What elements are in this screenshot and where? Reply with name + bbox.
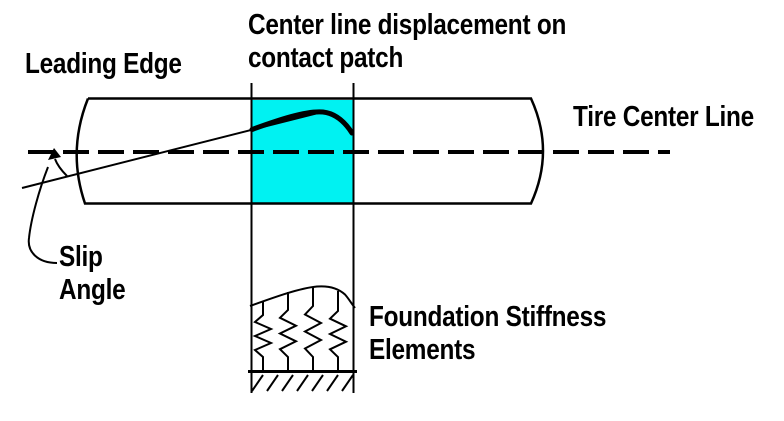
spring-element-2 [277, 292, 299, 371]
center-line-displacement-label: Center line displacement on contact patc… [248, 9, 566, 75]
tire-outline [75, 97, 545, 205]
slip-angle-label-line1: Slip [59, 241, 103, 273]
spring-element-3 [302, 287, 324, 371]
foundation-deflection-curve [249, 285, 356, 309]
slip-angle-leader-line [27, 166, 58, 264]
slip-angle-arrowhead-icon [48, 148, 61, 160]
slip-angle-arrow-shaft [54, 158, 68, 177]
foundation-stiffness-label-line2: Elements [369, 334, 476, 366]
center-line-displacement-label-line2: contact patch [248, 42, 404, 74]
foundation-stiffness-label-line1: Foundation Stiffness [369, 301, 607, 333]
displacement-curve [249, 109, 355, 136]
center-line-displacement-label-line1: Center line displacement on [248, 9, 567, 41]
slip-angle-label-line2: Angle [59, 274, 126, 306]
leading-edge-label: Leading Edge [25, 48, 182, 80]
spring-element-1 [252, 301, 274, 371]
slip-angle-label: Slip Angle [59, 241, 126, 307]
tire-center-line-label: Tire Center Line [573, 101, 754, 133]
spring-element-4 [327, 291, 349, 371]
ground-hatching [251, 374, 354, 392]
foundation-stiffness-label: Foundation Stiffness Elements [369, 301, 606, 367]
